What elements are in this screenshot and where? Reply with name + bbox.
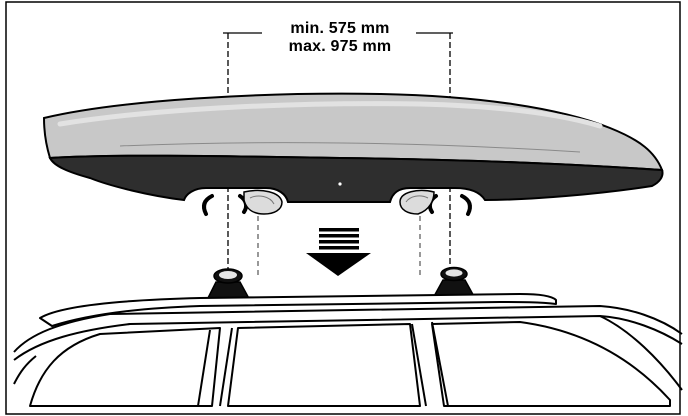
clamp-knob-left xyxy=(243,189,283,215)
roof-box-base xyxy=(48,154,664,203)
clamp-hook-left-outer xyxy=(202,194,214,216)
rear-pillar xyxy=(13,355,37,385)
car-roof xyxy=(13,293,683,407)
pillar-b-inner xyxy=(219,327,233,407)
window-rear xyxy=(29,327,221,407)
clamp-knob-left-detail xyxy=(249,195,275,205)
frame-border xyxy=(5,1,681,415)
roof-outline xyxy=(13,305,683,353)
pillar-c xyxy=(411,323,427,407)
foot-right-top-highlight xyxy=(445,269,463,277)
window-front xyxy=(431,321,671,407)
clamp-hook-right-outer xyxy=(460,194,472,216)
window-middle xyxy=(227,323,421,407)
mounting-clamp-left xyxy=(202,189,283,216)
clamp-knob-right-detail xyxy=(405,195,429,203)
roof-box-lid-crease xyxy=(119,142,581,153)
pillar-b xyxy=(197,329,211,407)
dimension-label-min: min. 575 mm xyxy=(290,20,390,37)
clamp-alignment-lines xyxy=(257,216,421,276)
dimension-label-max: max. 975 mm xyxy=(288,38,392,55)
down-arrow-icon xyxy=(306,228,371,276)
pillar-c-inner xyxy=(431,321,449,407)
mounting-clamp-right xyxy=(399,189,472,216)
roof-outline-inner xyxy=(13,315,683,361)
clamp-knob-right xyxy=(399,189,435,215)
roof-box xyxy=(42,92,664,203)
pillar-a xyxy=(599,315,683,391)
roof-box-center-mark xyxy=(338,182,342,186)
foot-left-top-highlight xyxy=(219,271,237,279)
roof-box-lid-highlight xyxy=(57,101,603,129)
roof-rail xyxy=(39,293,557,327)
